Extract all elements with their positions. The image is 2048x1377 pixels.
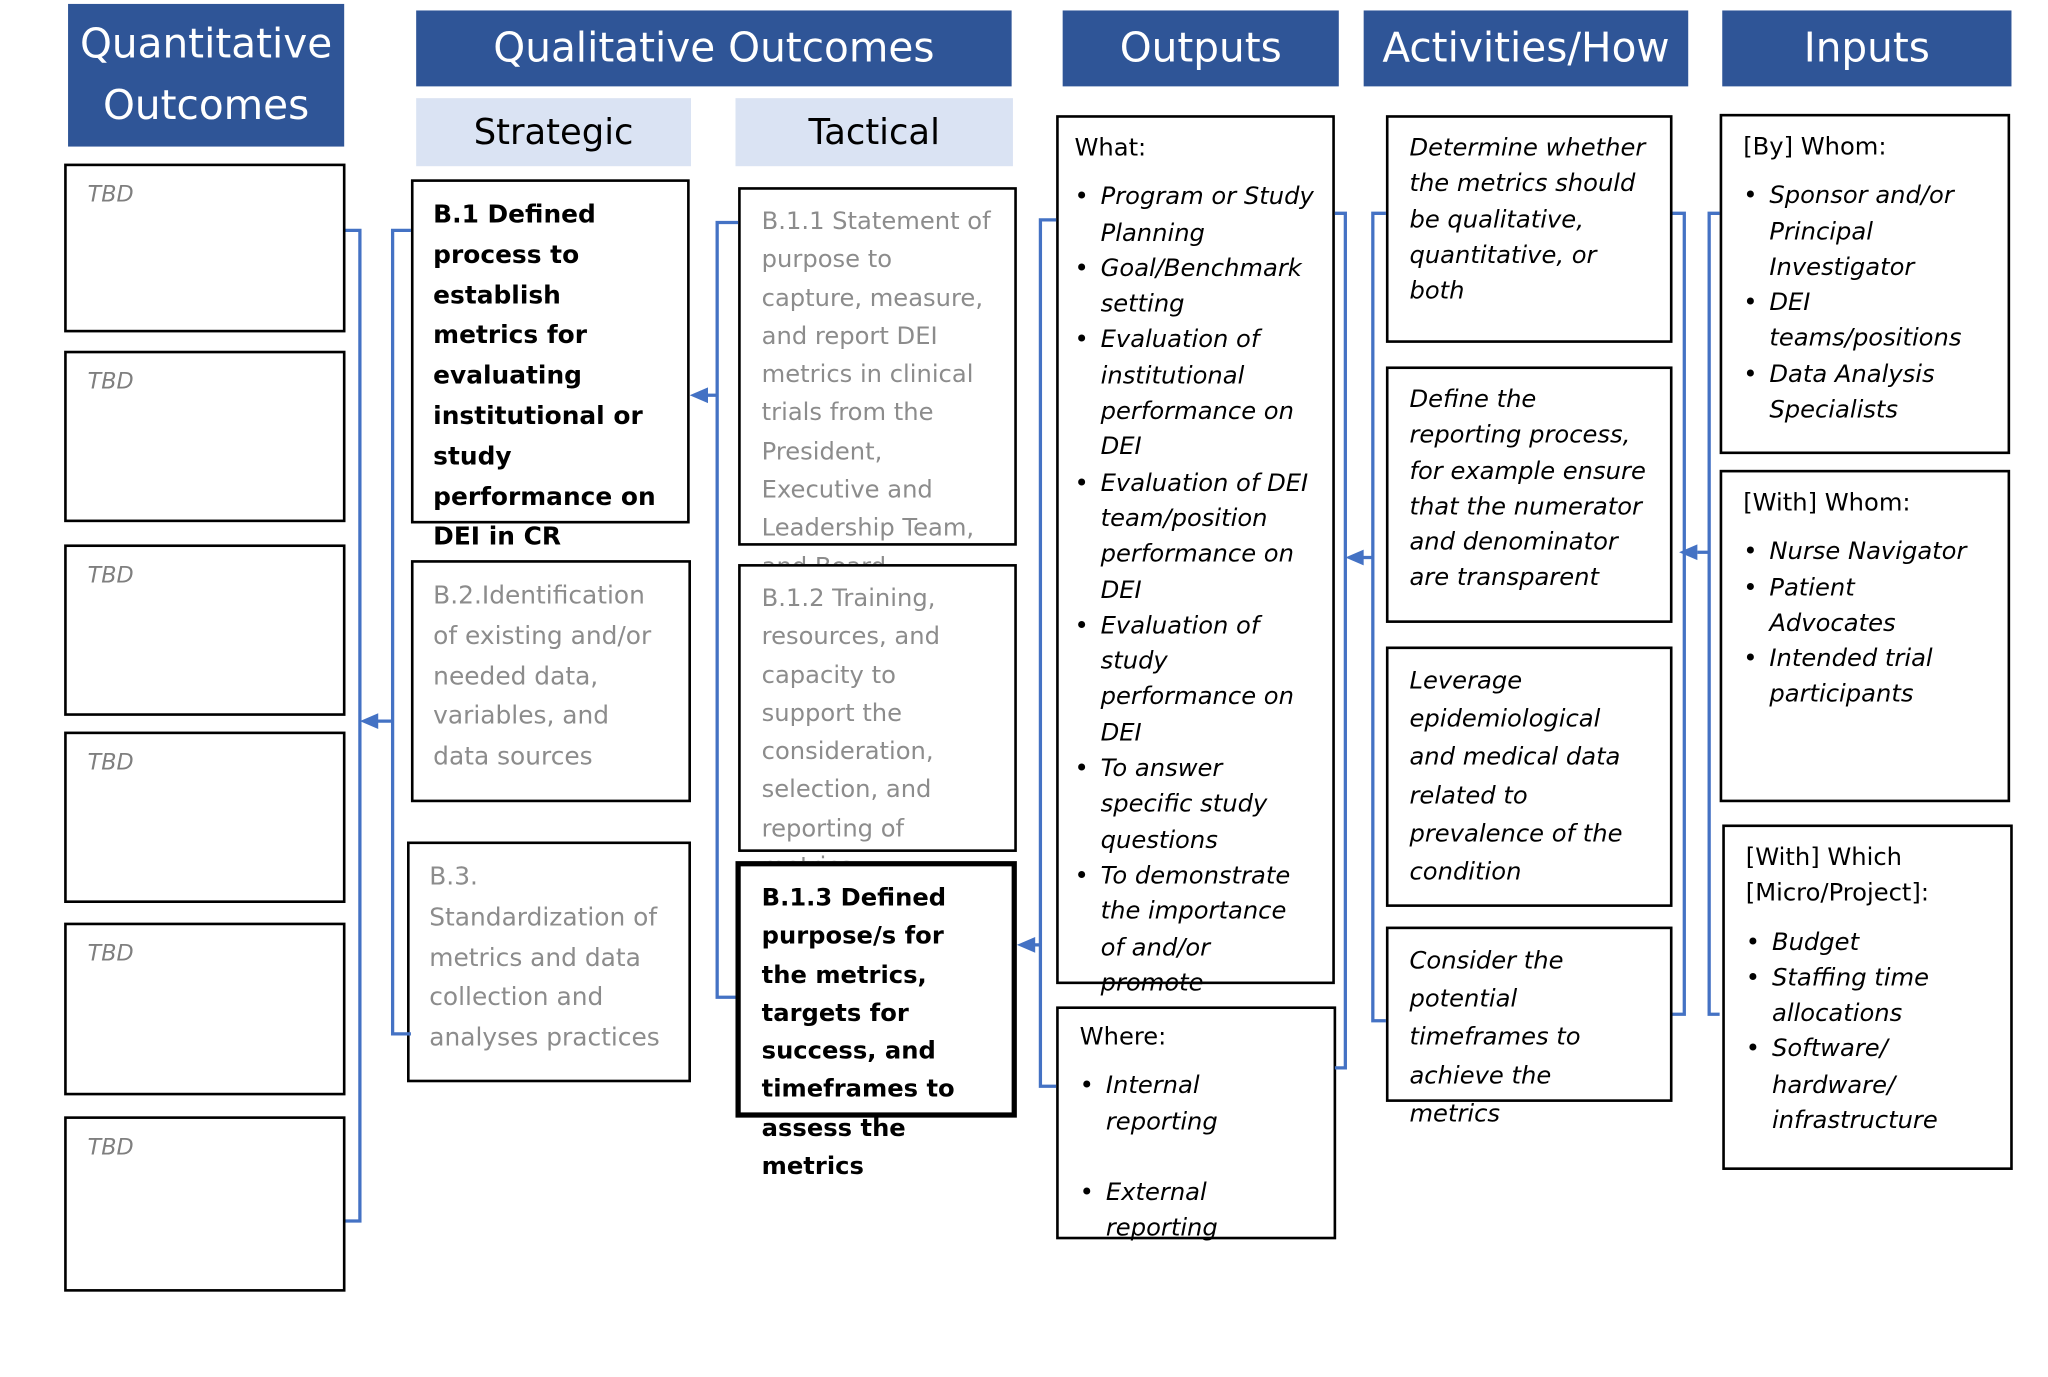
quantitative-outcome-box: TBD: [64, 1116, 346, 1292]
header-quantitative-outcomes: Quantitative Outcomes: [68, 3, 345, 147]
tactical-outcome-b1-3: B.1.3 Defined purpose/s for the metrics,…: [735, 861, 1017, 1181]
quantitative-outcome-box: TBD: [64, 922, 346, 1096]
list-item: External reporting: [1080, 1175, 1313, 1246]
outputs-where-box: Where: Internal reporting External repor…: [1056, 1006, 1337, 1242]
bracket-strategic: [390, 228, 411, 1036]
inputs-with-which-list: Budget Staffing time allocations Softwar…: [1746, 925, 1989, 1139]
header-outputs: Outputs: [1062, 10, 1339, 87]
arrowhead: [1016, 937, 1036, 953]
strategic-outcome-b1: B.1 Defined process to establish metrics…: [410, 179, 690, 551]
list-item: Patient Advocates: [1743, 570, 1986, 641]
list-item: Data Analysis Specialists: [1743, 357, 1986, 428]
bracket-quantitative: [345, 228, 362, 1223]
list-item: Staffing time allocations: [1746, 960, 1989, 1031]
header-activities: Activities/How: [1363, 10, 1689, 87]
tbd-text: TBD: [87, 181, 134, 209]
tactical-outcome-b1-1: B.1.1 Statement of purpose to capture, m…: [738, 187, 1017, 581]
inputs-with-whom-box: [With] Whom: Nurse Navigator Patient Adv…: [1719, 469, 2011, 803]
list-item: Sponsor and/or Principal Investigator: [1743, 178, 1986, 285]
list-item: Internal reporting: [1080, 1068, 1313, 1139]
subheader-tactical: Tactical: [735, 98, 1013, 167]
tbd-text: TBD: [87, 369, 134, 396]
inputs-with-whom-label: [With] Whom:: [1743, 489, 1911, 517]
inputs-by-whom-list: Sponsor and/or Principal Investigator DE…: [1743, 178, 1986, 428]
bracket-tactical: [715, 220, 739, 999]
list-item: Software/ hardware/ infrastructure: [1746, 1032, 1989, 1139]
activity-box-3: Leverage epidemiological and medical dat…: [1385, 646, 1673, 907]
bracket-activities-left: [1371, 211, 1386, 1023]
list-item: Evaluation of DEI team/position performa…: [1074, 465, 1316, 608]
outputs-what-box: What: Program or Study Planning Goal/Ben…: [1056, 115, 1335, 1068]
arrowhead: [1679, 544, 1698, 561]
tbd-text: TBD: [87, 562, 134, 589]
tbd-text: TBD: [87, 1134, 134, 1161]
header-qualitative-outcomes: Qualitative Outcomes: [416, 10, 1012, 87]
quantitative-outcome-box: TBD: [64, 350, 346, 523]
outputs-where-list: Internal reporting External reporting: [1080, 1068, 1313, 1246]
tbd-text: TBD: [87, 749, 134, 777]
list-item: Intended trial participants: [1743, 642, 1986, 713]
quantitative-outcome-box: TBD: [64, 163, 346, 333]
inputs-with-which-box: [With] Which [Micro/Project]: Budget Sta…: [1722, 824, 2013, 1170]
list-item: DEI teams/positions: [1743, 286, 1986, 357]
list-item: Evaluation of study performance on DEI: [1074, 608, 1316, 751]
strategic-outcome-b3: B.3. Standardization of metrics and data…: [407, 841, 691, 1083]
list-item: Budget: [1746, 925, 1989, 961]
activity-box-2: Define the reporting process, for exampl…: [1385, 366, 1673, 623]
list-item: Evaluation of institutional performance …: [1074, 323, 1316, 466]
subheader-strategic: Strategic: [416, 98, 691, 167]
activity-box-1: Determine whether the metrics should be …: [1385, 115, 1673, 343]
list-item: Nurse Navigator: [1743, 534, 1986, 570]
tbd-text: TBD: [87, 940, 134, 968]
activity-box-4: Consider the potential timeframes to ach…: [1385, 926, 1673, 1128]
arrowhead: [1345, 549, 1364, 566]
outputs-what-list: Program or Study Planning Goal/Benchmark…: [1074, 180, 1316, 1073]
inputs-by-whom-label: [By] Whom:: [1743, 133, 1887, 161]
bracket-outputs-left: [1038, 218, 1057, 1088]
list-item: Goal/Benchmark setting: [1074, 251, 1316, 322]
strategic-outcome-b2: B.2.Identification of existing and/or ne…: [410, 560, 691, 803]
arrowhead: [359, 713, 379, 729]
header-inputs: Inputs: [1722, 10, 2012, 87]
arrowhead: [689, 387, 709, 404]
outputs-what-label: What:: [1074, 134, 1147, 163]
inputs-with-whom-list: Nurse Navigator Patient Advocates Intend…: [1743, 534, 1986, 713]
quantitative-outcome-box: TBD: [64, 544, 346, 716]
quantitative-outcome-box: TBD: [64, 731, 346, 904]
bracket-outputs-right: [1334, 211, 1347, 1070]
bracket-inputs-left: [1707, 211, 1720, 1016]
list-item: To answer specific study questions: [1074, 751, 1316, 858]
bracket-activities-right: [1672, 211, 1686, 1016]
outputs-where-label: Where:: [1079, 1023, 1167, 1051]
inputs-by-whom-box: [By] Whom: Sponsor and/or Principal Inve…: [1719, 113, 2011, 455]
list-item: Program or Study Planning: [1074, 180, 1316, 251]
inputs-with-which-label: [With] Which [Micro/Project]:: [1745, 844, 1930, 908]
